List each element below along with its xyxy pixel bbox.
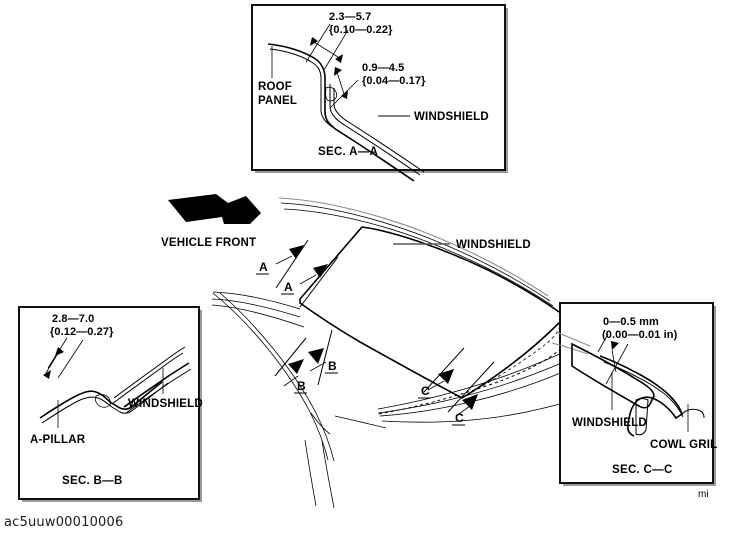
a-dim1-metric: 2.3—5.7 xyxy=(329,11,371,23)
b-dimension-1: 2.8—7.0 {0.12—0.27} xyxy=(43,313,114,379)
a-pillar-line-1 xyxy=(212,292,329,461)
section-a-panel: ROOF PANEL WINDSHIELD 2.3—5.7 {0.10—0.22… xyxy=(251,4,508,182)
a-dim1-imperial: {0.10—0.22} xyxy=(329,24,393,36)
a-dim2-metric: 0.9—4.5 xyxy=(362,62,404,74)
roof-panel-label-1: ROOF xyxy=(258,81,292,93)
section-mark-c1: C xyxy=(418,347,465,399)
windshield-edge-dotted xyxy=(461,321,562,399)
section-label-a1: A xyxy=(259,260,268,274)
windshield-glass-edge-1 xyxy=(329,84,421,176)
section-c-title: SEC. C—C xyxy=(612,464,673,476)
a-pillar-profile-inner xyxy=(41,382,169,424)
section-a-title: SEC. A—A xyxy=(318,146,378,158)
section-mark-c2: C xyxy=(447,361,495,426)
b-windshield-glass-3 xyxy=(111,352,184,405)
b-adhesive-bead xyxy=(94,394,111,408)
section-label-c1: C xyxy=(421,384,430,398)
vehicle-front-arrow-icon xyxy=(168,194,261,224)
cowl-grille-dotted xyxy=(378,347,563,415)
section-mark-b2: B xyxy=(274,337,307,394)
main-windshield-label: WINDSHIELD xyxy=(456,239,531,251)
b-dim1-imperial: {0.12—0.27} xyxy=(50,326,114,338)
a-windshield-label: WINDSHIELD xyxy=(414,111,489,123)
a-pillar-line-2 xyxy=(219,292,335,462)
section-b-title: SEC. B—B xyxy=(62,475,123,487)
c-dim1-imperial: (0.00—0.01 in) xyxy=(602,329,678,341)
roof-ghost-line-3 xyxy=(283,208,554,307)
cowl-line-b xyxy=(304,439,317,507)
a-pillar-label: A-PILLAR xyxy=(30,434,86,446)
b-windshield-glass-4 xyxy=(113,346,186,399)
cowl-line-a xyxy=(310,412,331,435)
c-ghost-1 xyxy=(555,331,591,347)
figure-caption: ac5uuw00010006 xyxy=(4,515,124,530)
roof-panel-label-2: PANEL xyxy=(258,95,297,107)
section-label-b2: B xyxy=(297,379,306,393)
windshield-outline xyxy=(299,226,563,399)
cowl-grille-profile xyxy=(599,355,683,437)
cowl-line-c xyxy=(321,439,335,509)
section-label-a2: A xyxy=(284,280,293,294)
unit-note: mi xyxy=(698,489,709,500)
section-c-panel: 0—0.5 mm (0.00—0.01 in) WINDSHIELD COWL … xyxy=(551,302,717,486)
section-label-b1: B xyxy=(328,359,337,373)
b-windshield-glass-1 xyxy=(123,362,190,408)
left-roof-edge-3 xyxy=(211,304,305,328)
section-b-panel: 2.8—7.0 {0.12—0.27} A-PILLAR WINDSHIELD … xyxy=(18,306,203,502)
b-windshield-label: WINDSHIELD xyxy=(128,398,203,410)
a-dimension-2: 0.9—4.5 {0.04—0.17} xyxy=(329,62,426,109)
section-mark-a2: A xyxy=(281,256,339,308)
cowl-grille-tab xyxy=(635,398,649,436)
vehicle-front-label: VEHICLE FRONT xyxy=(161,237,256,249)
section-mark-a1: A xyxy=(256,239,309,289)
a-dimension-1: 2.3—5.7 {0.10—0.22} xyxy=(305,11,393,71)
cowl-line-d xyxy=(334,415,387,429)
roof-panel-profile-inner xyxy=(269,48,413,181)
adhesive-bead xyxy=(325,86,338,102)
left-roof-edge-1 xyxy=(212,291,301,310)
a-pillar-profile-outer xyxy=(39,381,163,419)
a-dim2-imperial: {0.04—0.17} xyxy=(362,75,426,87)
c-dim1-metric: 0—0.5 mm xyxy=(603,316,659,328)
section-mark-b1: B xyxy=(308,329,338,386)
main-vehicle-view: VEHICLE FRONT xyxy=(161,194,649,509)
roof-ghost-line-1 xyxy=(278,197,549,297)
cowl-grille-profile-2 xyxy=(603,361,684,418)
cowl-grille-right-edge xyxy=(681,408,705,419)
b-dim1-metric: 2.8—7.0 xyxy=(52,313,94,325)
left-roof-edge-2 xyxy=(211,298,301,318)
c-windshield-label: WINDSHIELD xyxy=(572,417,647,429)
c-ghost-2 xyxy=(551,342,589,355)
section-label-c2: C xyxy=(455,411,464,425)
b-windshield-glass-2 xyxy=(125,368,192,414)
c-dimension-1: 0—0.5 mm (0.00—0.01 in) xyxy=(597,316,678,385)
cowl-grill-label: COWL GRIL xyxy=(650,439,717,451)
roof-ghost-line-2 xyxy=(280,202,551,302)
windshield-glass-edge-2 xyxy=(333,88,425,173)
